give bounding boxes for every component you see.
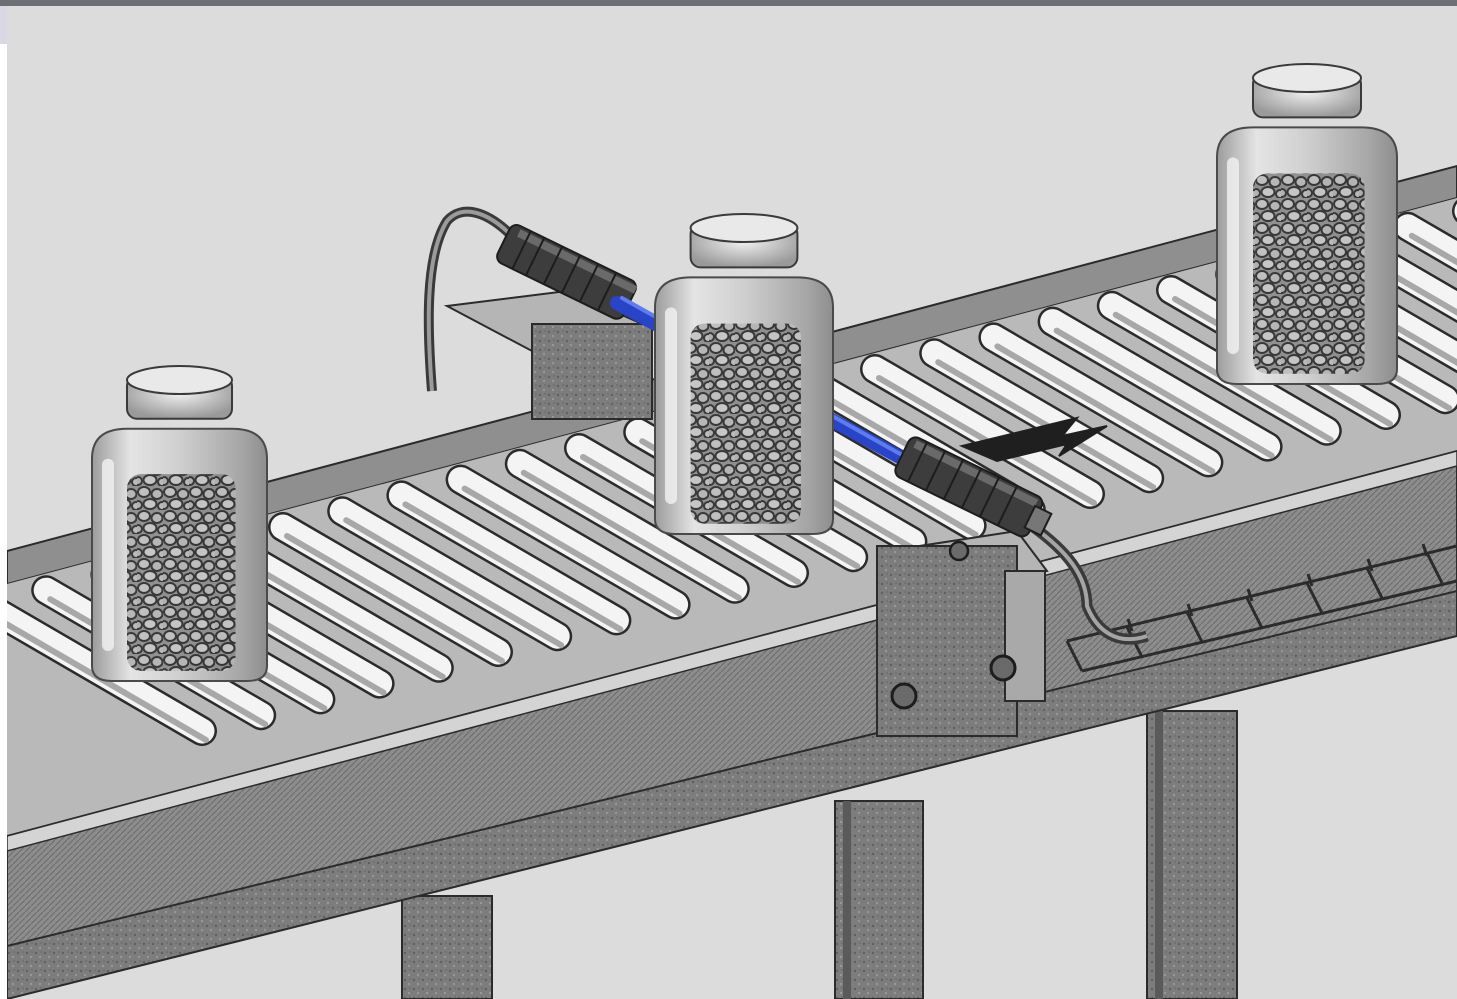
left-frame-strip: [0, 6, 7, 999]
left-frame-tab: [0, 6, 7, 44]
conveyor-sensor-illustration: [7, 6, 1457, 999]
